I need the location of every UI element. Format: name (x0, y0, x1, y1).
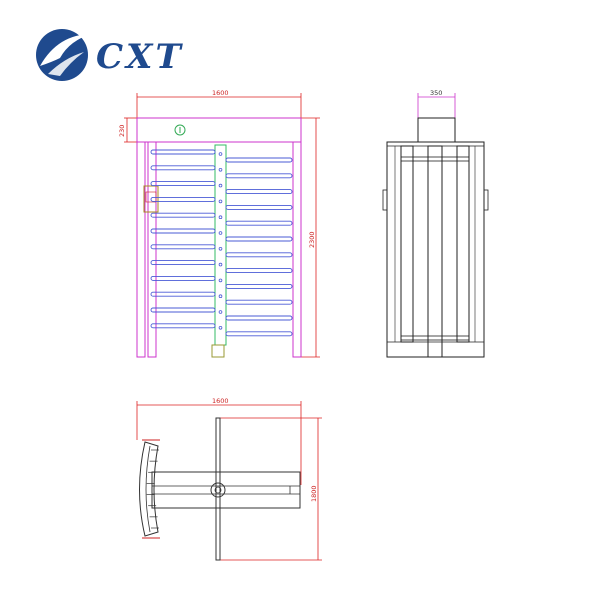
top-depth-dimension (220, 417, 322, 561)
right-arm (225, 331, 293, 337)
top-beam-dimension (124, 117, 137, 143)
front-width-label: 1600 (212, 89, 229, 97)
left-post (136, 141, 146, 358)
left-arm (150, 149, 216, 155)
brand-logo: CXT (36, 29, 184, 81)
right-arm (225, 173, 293, 179)
side-right-tab (483, 189, 489, 211)
curved-fence (139, 441, 159, 537)
rotor-pin (218, 262, 223, 267)
side-top-width-label: 350 (430, 89, 442, 97)
top-beam (136, 117, 302, 143)
beam-indicator-icon (174, 124, 186, 136)
rotor-pin (218, 199, 223, 204)
rotor-pin (218, 152, 223, 156)
side-top-dimension (417, 93, 456, 118)
top-body (151, 471, 301, 509)
side-view: 350 (382, 89, 489, 358)
left-arm (150, 260, 216, 266)
top-width-label: 1600 (212, 397, 229, 405)
right-arm (225, 299, 293, 305)
right-arm (225, 220, 293, 226)
right-post (292, 141, 302, 358)
right-arm (225, 268, 293, 274)
side-left-post (400, 145, 414, 343)
brand-name: CXT (96, 37, 184, 77)
left-fence-bar (147, 141, 157, 358)
fence-ticks (146, 449, 159, 529)
right-arm (225, 189, 293, 195)
front-width-dimension (136, 93, 302, 118)
rotor-pin (218, 325, 223, 330)
front-arms (150, 149, 293, 337)
rotor-pin (218, 231, 223, 235)
rotor-base (211, 344, 225, 358)
top-rotor-hub (210, 482, 226, 498)
right-arm (225, 204, 293, 210)
left-arm (150, 307, 216, 313)
rotor-pin (218, 215, 223, 220)
side-top-cap (417, 117, 456, 143)
rotor-pin (218, 168, 223, 172)
right-arm (225, 157, 293, 163)
top-depth-label: 1800 (310, 485, 318, 502)
front-height-dimension (301, 117, 320, 358)
left-arm (150, 212, 216, 218)
cxt-swoosh-logo-icon (36, 29, 92, 81)
rotor-pin (218, 310, 223, 314)
top-view: 1600 1800 (136, 397, 322, 561)
left-arm (150, 323, 216, 329)
top-width-dimension (136, 401, 302, 485)
top-beam-label: 230 (118, 125, 126, 137)
left-arm (150, 244, 216, 250)
rotor-pin (218, 183, 223, 188)
left-arm (150, 181, 216, 187)
right-arm (225, 283, 293, 289)
right-arm (225, 236, 293, 242)
front-view: 1600 230 2300 (118, 89, 320, 358)
side-left-tab (382, 189, 388, 211)
left-arm (150, 275, 216, 281)
left-arm (150, 196, 216, 202)
right-arm (225, 315, 293, 321)
rotor-pin (218, 247, 223, 251)
left-arm (150, 165, 216, 171)
rotor-pin (218, 278, 223, 283)
rotor-pin (218, 294, 223, 299)
left-arm (150, 291, 216, 297)
left-arm (150, 228, 216, 234)
front-height-label: 2300 (308, 231, 316, 248)
right-arm (225, 252, 293, 258)
top-rotor-arm (215, 417, 221, 561)
center-rotor (214, 144, 227, 346)
side-right-post (456, 145, 470, 343)
side-center-post (427, 145, 443, 358)
card-reader-box (143, 185, 159, 213)
